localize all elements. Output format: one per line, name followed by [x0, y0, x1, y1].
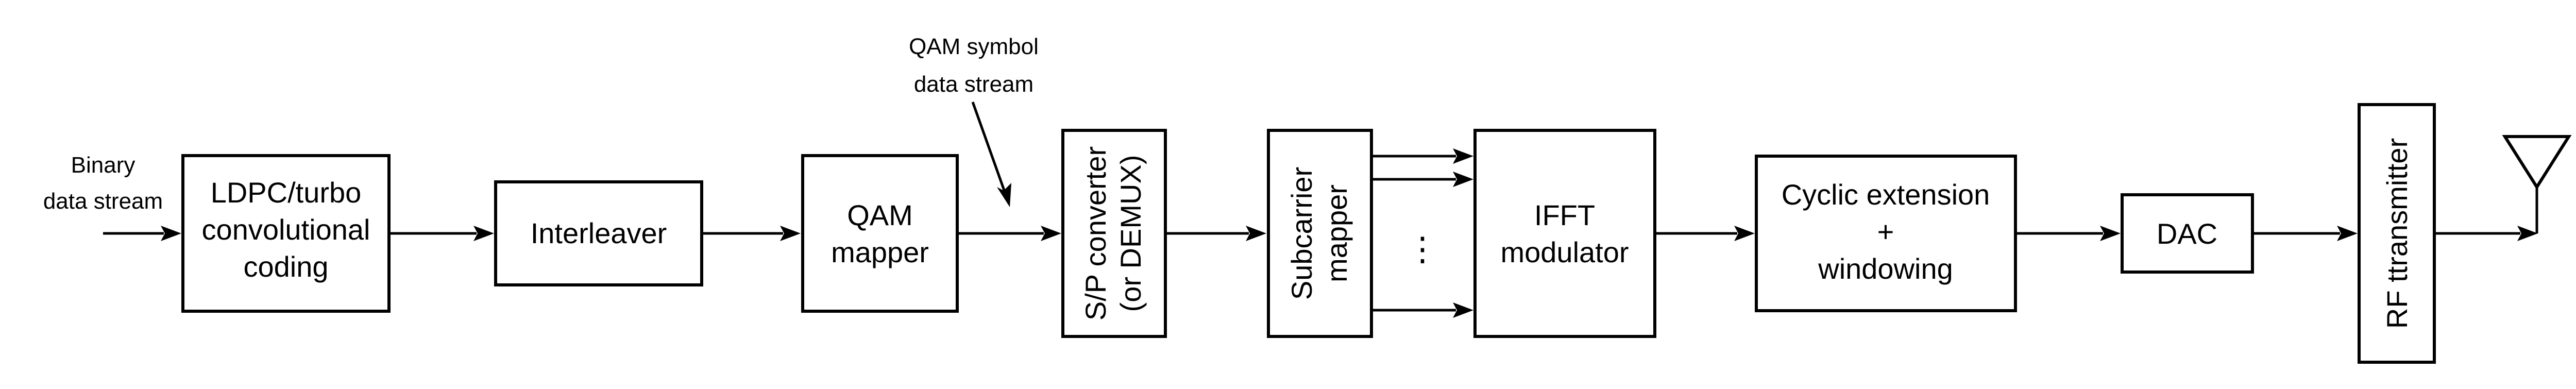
coding-label-line-3: coding: [243, 250, 328, 283]
arrow-subcarrier-to-ifft-1: [1371, 148, 1473, 164]
sp-converter-label-line-1: S/P converter: [1079, 146, 1112, 320]
rf-transmitter-label: RF ttransmitter: [2381, 138, 2413, 329]
coding-label-line-2: convolutional: [202, 213, 370, 246]
arrow-dac-to-rf-transmitter: [2252, 226, 2358, 241]
ifft-label-line-2: modulator: [1500, 236, 1629, 268]
subcarrier-mapper-label-line-2: mapper: [1320, 184, 1353, 282]
arrow-interleaver-to-qam-mapper: [702, 226, 801, 241]
annotation-pointer-arrow: [971, 102, 1011, 207]
arrow-coding-to-interleaver: [389, 226, 494, 241]
input-label: Binary data stream: [43, 153, 163, 214]
block-dac: DAC: [2121, 193, 2254, 274]
block-ifft-modulator: IFFT modulator: [1473, 129, 1656, 338]
antenna-icon: [2502, 135, 2572, 233]
cyclic-label-line-1: Cyclic extension: [1782, 178, 1990, 211]
block-rf-transmitter: RF ttransmitter: [2358, 103, 2436, 364]
annotation-line-2: data stream: [914, 72, 1033, 97]
dac-label: DAC: [2157, 217, 2217, 250]
block-qam-mapper: QAM mapper: [801, 154, 959, 313]
arrow-ifft-to-cyclic-extension: [1655, 226, 1755, 241]
arrow-input-to-coding: [103, 226, 181, 241]
annotation-qam-symbol-stream: QAM symbol data stream: [909, 34, 1039, 97]
sp-converter-label-line-2: (or DEMUX): [1114, 155, 1147, 312]
block-ldpc-turbo-coding: LDPC/turbo convolutional coding: [181, 154, 391, 313]
arrow-qam-mapper-to-sp-converter: [957, 226, 1061, 241]
cyclic-label-line-2: +: [1877, 215, 1894, 248]
block-subcarrier-mapper: Subcarrier mapper: [1267, 129, 1373, 338]
arrow-subcarrier-to-ifft-n: [1371, 302, 1473, 318]
block-interleaver: Interleaver: [494, 180, 703, 286]
arrow-sp-converter-to-subcarrier-mapper: [1165, 226, 1266, 241]
input-label-line-1: Binary: [71, 153, 135, 178]
input-label-line-2: data stream: [43, 189, 163, 214]
connectors: [103, 102, 2538, 318]
ifft-label-line-1: IFFT: [1534, 199, 1595, 231]
coding-label-line-1: LDPC/turbo: [211, 176, 362, 209]
cyclic-label-line-3: windowing: [1818, 252, 1953, 285]
arrow-rf-transmitter-to-antenna: [2434, 226, 2538, 241]
subcarrier-mapper-label-line-1: Subcarrier: [1285, 167, 1318, 300]
block-sp-converter: S/P converter (or DEMUX): [1061, 129, 1167, 338]
qam-mapper-label-line-1: QAM: [847, 199, 913, 231]
block-cyclic-extension: Cyclic extension + windowing: [1755, 155, 2017, 312]
interleaver-label: Interleaver: [531, 217, 667, 249]
qam-mapper-label-line-2: mapper: [831, 236, 929, 268]
arrow-cyclic-extension-to-dac: [2015, 226, 2121, 241]
annotation-line-1: QAM symbol: [909, 34, 1039, 59]
ellipsis-vertical: ⋮: [1406, 230, 1439, 267]
arrow-subcarrier-to-ifft-2: [1371, 172, 1473, 187]
